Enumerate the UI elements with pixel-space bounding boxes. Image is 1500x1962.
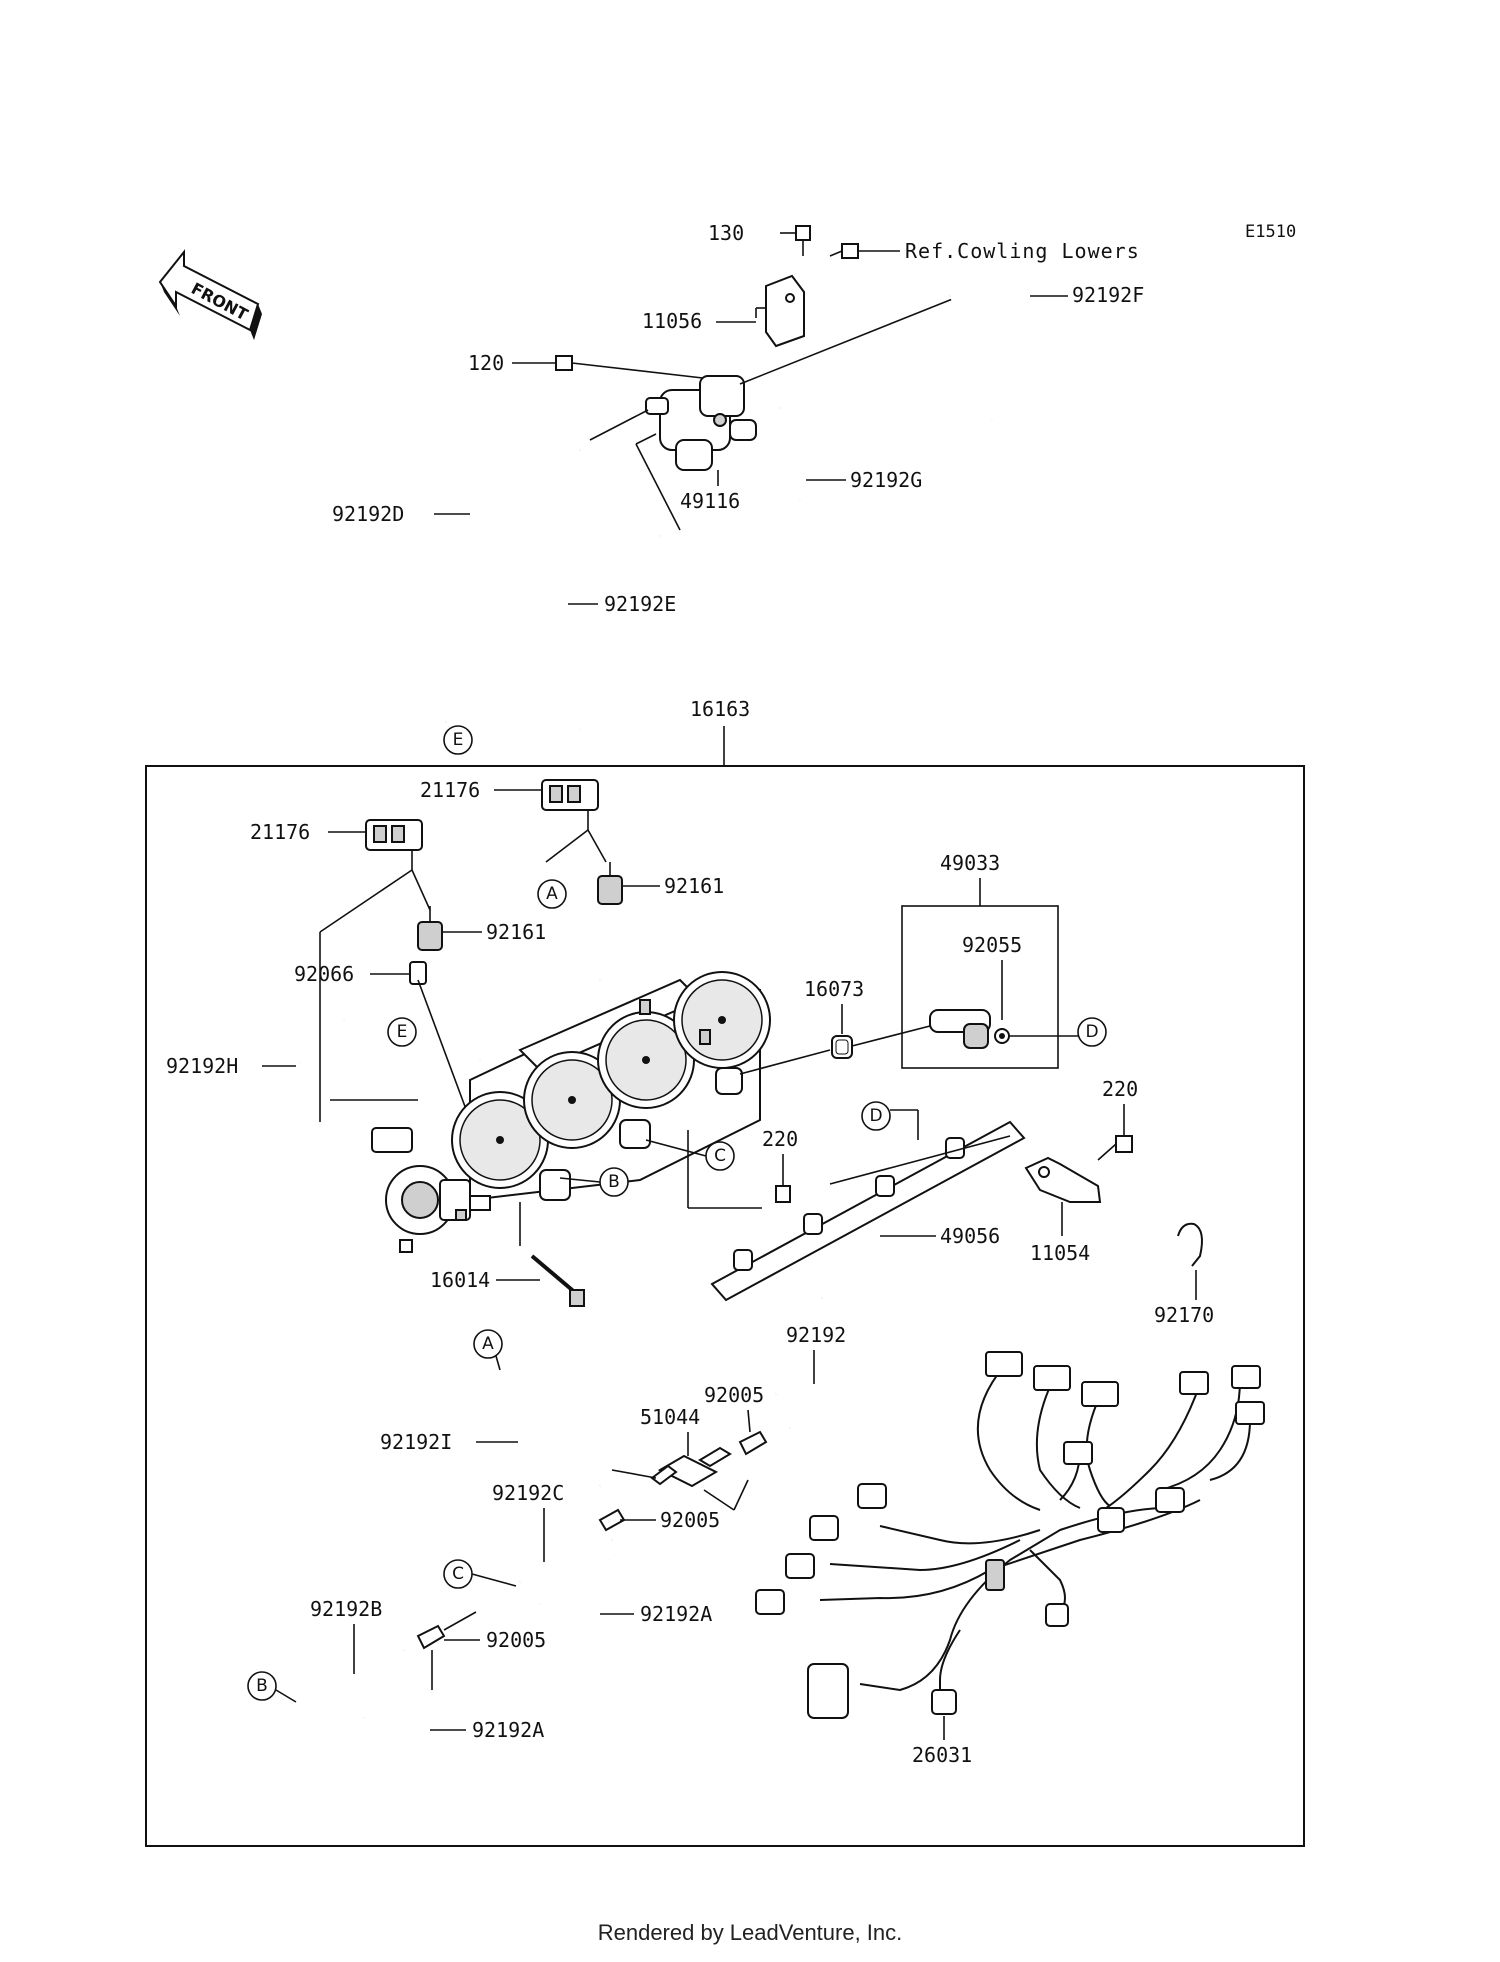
front-arrow-icon: FRONT [158,249,262,340]
injector-box [901,905,1059,1069]
label-92192G: 92192G [850,468,922,492]
joint-92005-top [738,1409,768,1456]
bolt-130 [795,225,811,256]
fitting-92161-right [597,862,623,905]
label-51044: 51044 [640,1405,700,1429]
air-valve-group: 130 Ref.Cowling Lowers 11056 120 [332,221,1144,755]
svg-text:B: B [256,1676,268,1696]
svg-text:D: D [869,1106,882,1126]
label-26031: 26031 [912,1743,972,1767]
cap-92066 [409,961,427,985]
callout-E-mid: E [387,1017,417,1047]
label-92192A-upper: 92192A [640,1602,712,1626]
drawing-code: E1510 [1245,222,1296,242]
assembly-label: 16163 [690,697,750,721]
label-92005-top: 92005 [704,1383,764,1407]
callout-D-rail: D [861,1101,891,1131]
label-92005-mid: 92005 [660,1508,720,1532]
label-16014: 16014 [430,1268,490,1292]
label-92005-low: 92005 [486,1628,546,1652]
label-21176-left: 21176 [250,820,310,844]
svg-text:A: A [546,884,558,904]
callout-A-low: A [473,1329,503,1359]
filter-51044 [650,1446,732,1488]
bolt-ref [829,243,859,259]
svg-text:C: C [714,1146,726,1166]
label-92192E: 92192E [604,592,676,616]
callout-B-low: B [247,1671,277,1701]
air-switching-valve [645,375,757,471]
callout-C-low: C [443,1559,473,1589]
svg-text:A: A [482,1334,494,1354]
seal-16073 [831,1035,853,1059]
svg-text:B: B [608,1172,620,1192]
bracket-11054 [1024,1156,1102,1203]
label-220-left: 220 [762,1127,798,1151]
fitting-92161-left [417,906,443,951]
clamp-92170 [1177,1222,1203,1267]
label-92161-left: 92161 [486,920,546,944]
callout-A-top: A [537,879,567,909]
label-92192D: 92192D [332,502,404,526]
label-49116: 49116 [680,489,740,513]
label-49056: 49056 [940,1224,1000,1248]
label-130: 130 [708,221,744,245]
fuel-rail-49056 [710,1120,1026,1302]
bracket-11056 [765,274,805,348]
sensor-21176-left [365,819,423,870]
ref-cowling-note: Ref.Cowling Lowers [905,239,1140,263]
bolt-120 [555,355,573,371]
bolt-220-left [775,1154,791,1203]
callout-C-mid: C [705,1141,735,1171]
label-92192B: 92192B [310,1597,382,1621]
label-120: 120 [468,351,504,375]
wiring-harness-26031 [755,1351,1265,1719]
label-92192: 92192 [786,1323,846,1347]
sensor-21176-top [541,779,599,830]
label-92055: 92055 [962,933,1022,957]
bolt-220-right [1115,1104,1133,1153]
injector [929,1009,1010,1049]
screw-16014 [519,1202,586,1307]
svg-text:C: C [452,1564,464,1584]
svg-text:D: D [1085,1022,1098,1042]
label-92192H: 92192H [166,1054,238,1078]
label-49033: 49033 [940,851,1000,875]
label-92192A-lower: 92192A [472,1718,544,1742]
label-92170: 92170 [1154,1303,1214,1327]
label-220-right: 220 [1102,1077,1138,1101]
callout-E-top: E [443,725,473,755]
label-16073: 16073 [804,977,864,1001]
throttle-body-assembly [371,967,771,1253]
label-21176-top: 21176 [420,778,480,802]
label-92192C: 92192C [492,1481,564,1505]
label-92192F: 92192F [1072,283,1144,307]
footer-credit: Rendered by LeadVenture, Inc. [598,1920,903,1945]
joint-92005-low [416,1624,446,1650]
svg-text:E: E [397,1022,408,1042]
label-92161-right: 92161 [664,874,724,898]
label-11054: 11054 [1030,1241,1090,1265]
label-92066: 92066 [294,962,354,986]
label-11056: 11056 [642,309,702,333]
callout-D-right: D [1077,1017,1107,1047]
callout-B-mid: B [599,1167,629,1197]
label-92192I: 92192I [380,1430,452,1454]
svg-text:E: E [453,730,464,750]
assembly-box [145,765,1305,1847]
